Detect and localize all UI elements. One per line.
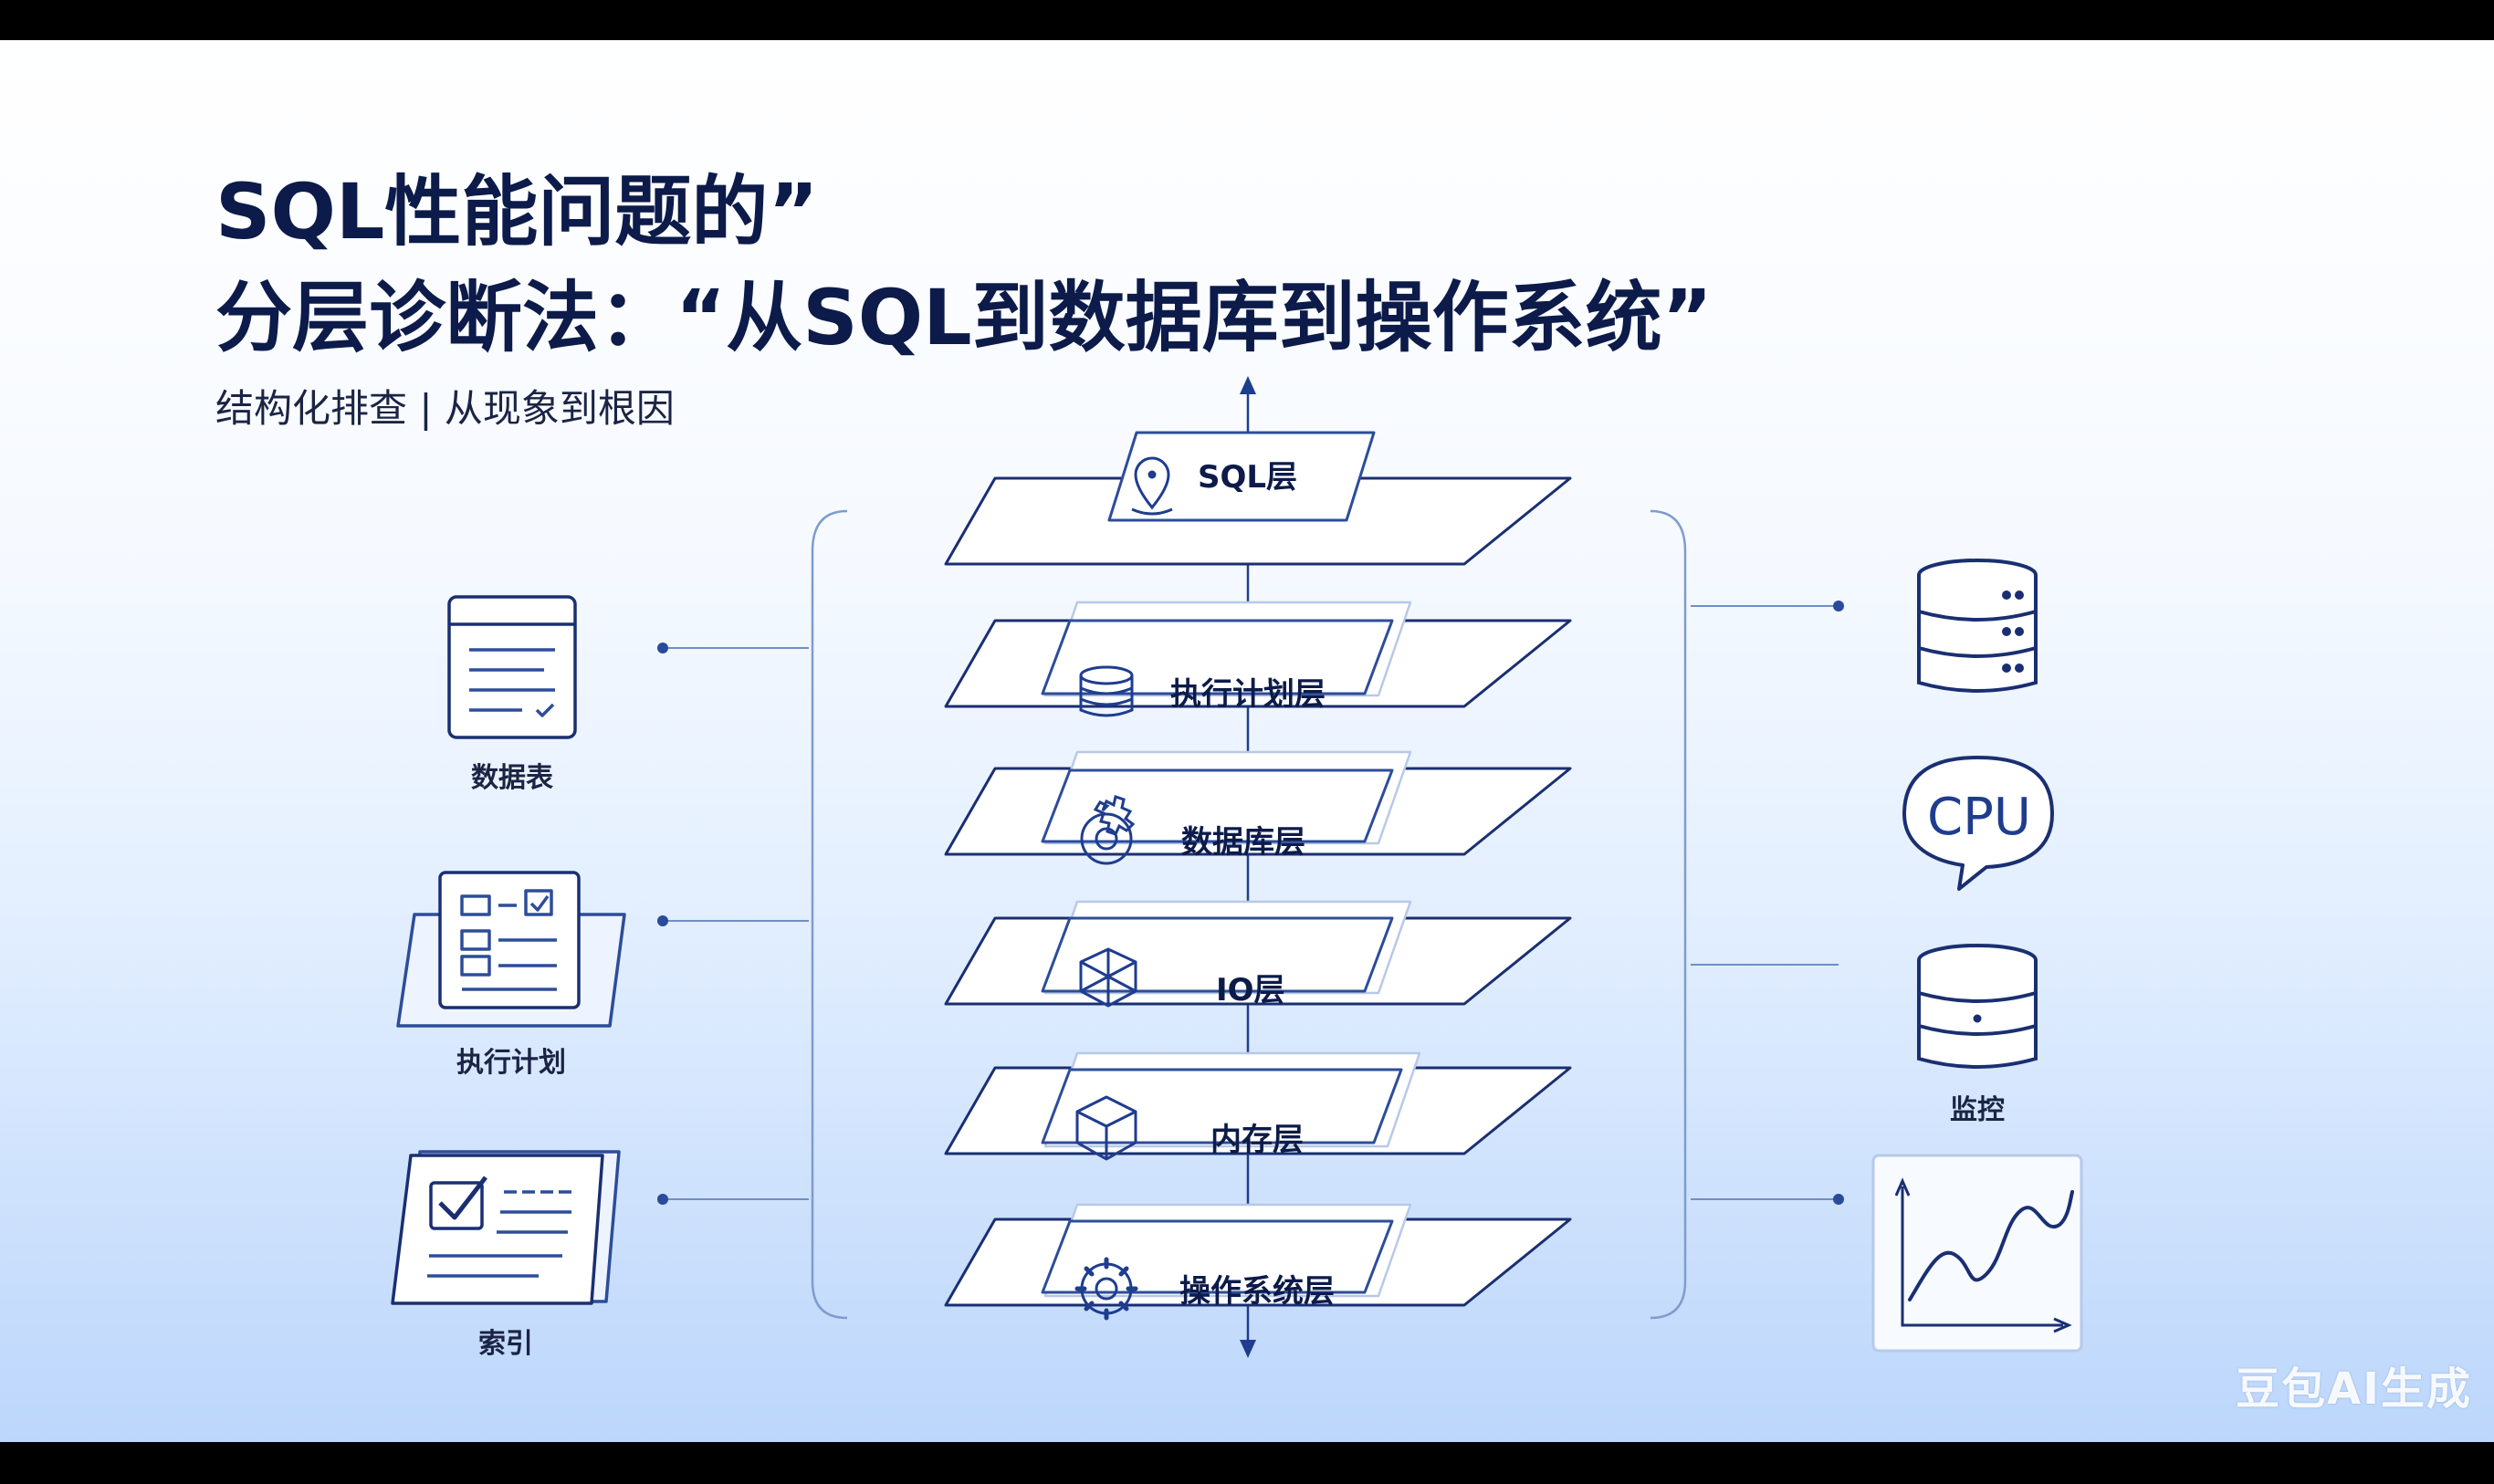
slide-canvas: SQL性能问题的” 分层诊断法：“从SQL到数据库到操作系统” 结构化排查 | … — [0, 40, 2494, 1442]
left-item-data-table-label: 数据表 — [471, 762, 553, 794]
right-item-monitor-label: 监控 — [1950, 1094, 2005, 1126]
location-pin-icon — [1131, 456, 1173, 516]
right-bracket — [1650, 509, 1687, 1320]
axis-arrow-top-icon — [1240, 376, 1256, 394]
layer-execution-plan: 执行计划层 — [944, 601, 1572, 717]
box-icon — [1075, 1095, 1137, 1161]
left-item-index-label: 索引 — [478, 1328, 533, 1360]
layer-io: IO层 — [944, 900, 1572, 1008]
gear-icon — [1074, 1257, 1138, 1321]
right-item-database — [1917, 559, 2038, 693]
layer-os-label: 操作系统层 — [1179, 1273, 1335, 1310]
axis-arrow-bottom-icon — [1240, 1340, 1256, 1358]
document-list-icon — [447, 595, 577, 739]
database-stack-icon — [1917, 944, 2038, 1069]
left-item-execution-plan-label: 执行计划 — [456, 1047, 566, 1079]
layer-database-label: 数据库层 — [1181, 824, 1305, 861]
right-item-monitor: 监控 — [1917, 944, 2038, 1126]
left-item-data-table: 数据表 — [447, 595, 577, 794]
cube-split-icon — [1079, 947, 1137, 1008]
layer-sql: SQL层 — [944, 431, 1572, 566]
right-connectors — [1691, 601, 1844, 1205]
line-chart-icon — [1871, 1154, 2083, 1353]
checkbox-card-icon — [391, 1150, 621, 1305]
left-item-index: 索引 — [391, 1150, 621, 1360]
layer-diagram: SQL层 执行计划层 数据库层 — [391, 376, 2083, 1360]
layer-database: 数据库层 — [944, 750, 1572, 865]
database-icon — [1079, 665, 1134, 717]
left-connectors — [657, 643, 809, 1205]
watermark: 豆包AI生成 — [2235, 1364, 2472, 1415]
subtitle: 结构化排查 | 从现象到根因 — [215, 386, 675, 431]
layer-memory: 内存层 — [944, 1051, 1572, 1161]
left-item-execution-plan: 执行计划 — [396, 871, 626, 1079]
title-line-2: 分层诊断法：“从SQL到数据库到操作系统” — [215, 273, 1713, 362]
layer-execution-plan-label: 执行计划层 — [1170, 676, 1326, 713]
title-line-1: SQL性能问题的” — [215, 167, 819, 256]
left-bracket — [811, 509, 848, 1320]
gear-icon — [1080, 795, 1136, 865]
cpu-speech-bubble-icon — [1902, 756, 2054, 891]
layer-io-label: IO层 — [1216, 972, 1285, 1008]
right-item-cpu: CPU — [1902, 756, 2054, 891]
right-item-chart — [1871, 1154, 2083, 1353]
layer-memory-label: 内存层 — [1210, 1122, 1304, 1158]
database-stack-icon — [1917, 559, 2038, 693]
layer-os: 操作系统层 — [944, 1203, 1572, 1321]
checklist-form-icon — [396, 871, 626, 1028]
layer-sql-label: SQL层 — [1198, 459, 1297, 496]
cpu-text: CPU — [1927, 788, 2031, 847]
